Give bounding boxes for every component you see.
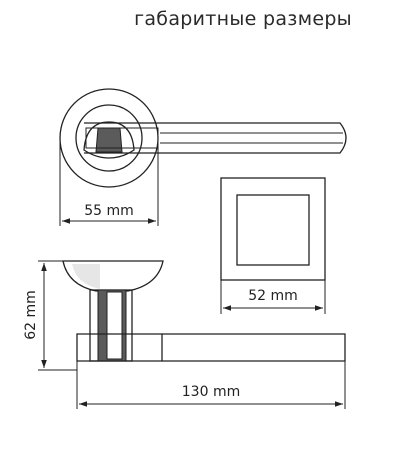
rosette-inner-circle <box>75 104 143 172</box>
height-label: 62 mm <box>23 290 39 340</box>
square-rosette-inner <box>236 194 310 266</box>
lever-outline <box>84 122 347 154</box>
lever-neck <box>83 121 135 159</box>
side-view-handle: 62 mm 130 mm <box>23 260 346 409</box>
lever-arm <box>162 333 346 362</box>
rosette-diameter-label: 55 mm <box>84 203 134 219</box>
square-rosette-view: 52 mm <box>220 177 326 314</box>
spindle-highlight <box>106 291 123 360</box>
cap-highlight <box>72 264 100 289</box>
length-label: 130 mm <box>182 384 240 400</box>
diagram-title: габаритные размеры <box>134 8 352 30</box>
top-view-handle: 55 mm <box>59 88 347 226</box>
square-rosette-outer <box>220 177 326 281</box>
rosette-cap <box>62 260 164 292</box>
square-width-label: 52 mm <box>248 288 298 304</box>
